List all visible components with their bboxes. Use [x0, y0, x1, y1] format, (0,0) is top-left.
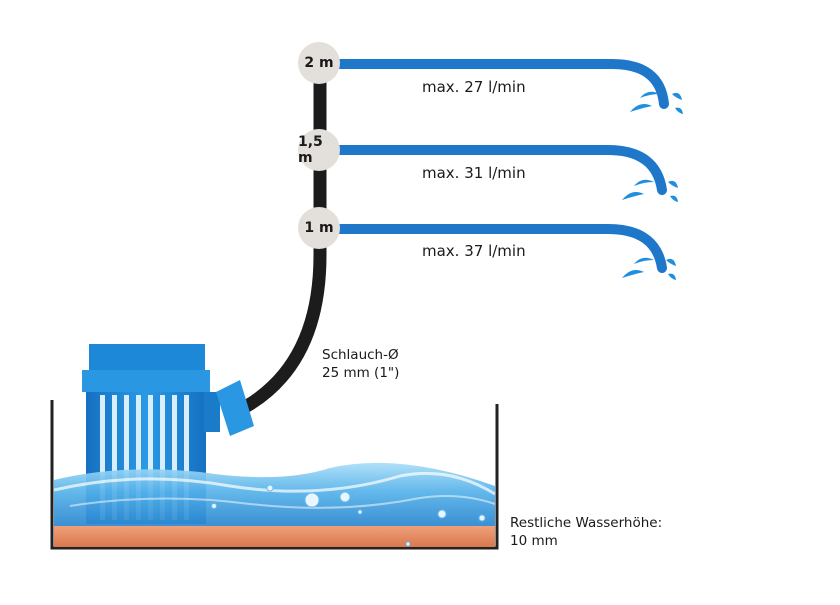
flow-label-1m: max. 37 l/min [422, 242, 526, 260]
riser-pipe [229, 57, 327, 419]
residual-water-layer [54, 526, 495, 547]
bubbles [211, 484, 486, 547]
height-label: 2 m [304, 55, 334, 71]
splash-icon-middle [622, 179, 678, 202]
residual-note-line1: Restliche Wasserhöhe: [510, 515, 663, 531]
residual-note-line2: 10 mm [510, 533, 558, 549]
hose-diameter-note: Schlauch-Ø 25 mm (1") [322, 346, 399, 382]
hose-note-line2: 25 mm (1") [322, 365, 400, 381]
height-label: 1,5 m [298, 134, 323, 166]
hose-middle [330, 145, 667, 195]
flow-label-1-5m: max. 31 l/min [422, 164, 526, 182]
splash-icon-top [630, 91, 683, 114]
residual-water-note: Restliche Wasserhöhe: 10 mm [510, 514, 662, 550]
height-badge-2m: 2 m [298, 42, 340, 84]
hose-bottom [330, 224, 667, 273]
height-label: 1 m [304, 220, 334, 236]
hose-top [330, 59, 669, 109]
hose-note-line1: Schlauch-Ø [322, 347, 399, 363]
flow-label-2m: max. 27 l/min [422, 78, 526, 96]
water-tank [50, 400, 499, 550]
height-badge-1-5m: 1,5 m [298, 129, 340, 171]
height-badge-1m: 1 m [298, 207, 340, 249]
splash-icon-bottom [622, 257, 676, 280]
